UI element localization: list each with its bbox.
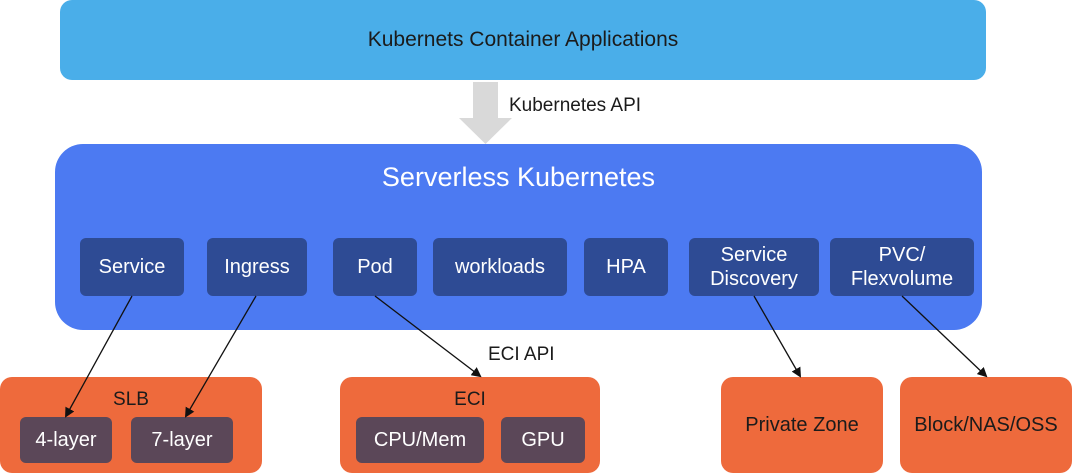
eci-api-label: ECI API	[488, 344, 555, 365]
sub-item-label: CPU/Mem	[373, 429, 467, 451]
component-service-discovery: Service Discovery	[689, 238, 819, 296]
private-zone-label: Private Zone	[745, 414, 859, 436]
kubernetes-applications-bar: Kubernets Container Applications	[60, 0, 986, 80]
applications-bar-label: Kubernets Container Applications	[367, 28, 679, 52]
kubernetes-api-label: Kubernetes API	[509, 95, 642, 116]
serverless-kubernetes-title: Serverless Kubernetes	[381, 162, 656, 192]
slb-title: SLB	[113, 389, 149, 410]
component-label: HPA	[606, 256, 646, 278]
component-hpa: HPA	[584, 238, 668, 296]
serverless-kubernetes-container: Serverless Kubernetes	[55, 144, 982, 330]
component-label: workloads	[454, 256, 546, 278]
slb-7-layer: 7-layer	[131, 417, 233, 463]
eci-cpu-mem: CPU/Mem	[356, 417, 484, 463]
eci-title: ECI	[454, 389, 486, 410]
slb-4-layer: 4-layer	[20, 417, 112, 463]
component-ingress: Ingress	[207, 238, 307, 296]
eci-gpu: GPU	[501, 417, 585, 463]
down-block-arrow-icon	[459, 82, 512, 144]
sub-item-label: 4-layer	[35, 429, 97, 451]
component-label: Pod	[357, 256, 393, 278]
component-label: Ingress	[224, 256, 290, 278]
sub-item-label: GPU	[521, 429, 565, 451]
private-zone-box: Private Zone	[721, 377, 883, 473]
component-workloads: workloads	[433, 238, 567, 296]
component-label: Service	[98, 256, 166, 278]
sub-item-label: 7-layer	[151, 429, 213, 451]
storage-label: Block/NAS/OSS	[914, 414, 1058, 436]
component-label: PVC/ Flexvolume	[850, 244, 954, 290]
component-pod: Pod	[333, 238, 417, 296]
storage-box: Block/NAS/OSS	[900, 377, 1072, 473]
component-service: Service	[80, 238, 184, 296]
component-pvc-flexvolume: PVC/ Flexvolume	[830, 238, 974, 296]
component-label: Service Discovery	[710, 244, 798, 290]
